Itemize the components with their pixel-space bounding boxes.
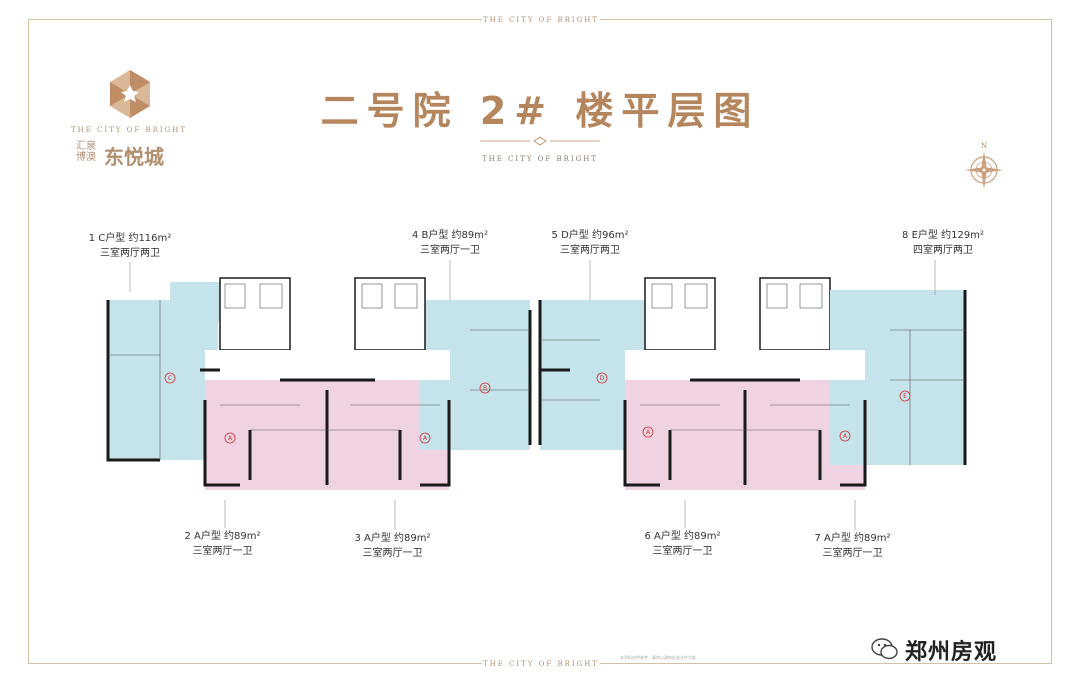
- unit-label-1: 1 C户型 约116m² 三室两厅两卫: [88, 233, 172, 259]
- frame-top-tag: THE CITY OF BRIGHT: [482, 13, 600, 27]
- marker-a3: A: [423, 435, 428, 442]
- compass-icon: N: [965, 142, 1003, 189]
- unit-label-8: 8 E户型 约129m² 四室两厅两卫: [902, 230, 984, 256]
- watermark: 郑州房观: [905, 640, 998, 665]
- right-building: D E A A: [538, 277, 967, 490]
- unit-a6-area: [625, 380, 745, 490]
- logo-name: 东悦城: [104, 145, 164, 169]
- left-building: C B A A: [106, 277, 532, 490]
- page-title: 二号院 2# 楼平层图: [320, 89, 760, 133]
- marker-b: B: [483, 385, 487, 392]
- unit-a2-area: [205, 380, 327, 490]
- logo-english: THE CITY OF BRIGHT: [70, 126, 188, 134]
- logo-small-text: 汇泉博澳: [76, 141, 96, 163]
- floor-plan: C B A A: [106, 277, 967, 490]
- compass-letter: N: [981, 142, 987, 150]
- marker-a2: A: [228, 435, 233, 442]
- marker-a6: A: [646, 429, 651, 436]
- core-left: [219, 277, 291, 351]
- unit-label-5: 5 D户型 约96m² 三室两厅两卫: [551, 230, 629, 256]
- unit-label-4: 4 B户型 约89m² 三室两厅一卫: [411, 230, 489, 256]
- unit-label-6: 6 A户型 约89m² 三室两厅一卫: [644, 531, 721, 557]
- footnote: 本资料仅供参考，最终以政府批准文件为准: [620, 655, 696, 660]
- unit-c-area: [108, 300, 218, 460]
- title-ornament: [480, 136, 600, 146]
- brand-logo-icon: [110, 70, 150, 118]
- frame-bottom-tag: THE CITY OF BRIGHT: [482, 657, 600, 671]
- unit-label-2: 2 A户型 约89m² 三室两厅一卫: [184, 531, 261, 557]
- marker-e: E: [903, 393, 907, 400]
- unit-label-7: 7 A户型 约89m² 三室两厅一卫: [814, 533, 891, 559]
- unit-label-3: 3 A户型 约89m² 三室两厅一卫: [354, 533, 431, 559]
- wechat-icon: [871, 638, 898, 660]
- marker-c: C: [168, 375, 172, 382]
- marker-d: D: [600, 375, 605, 382]
- title-subtitle: THE CITY OF BRIGHT: [481, 155, 599, 163]
- marker-a7: A: [843, 433, 848, 440]
